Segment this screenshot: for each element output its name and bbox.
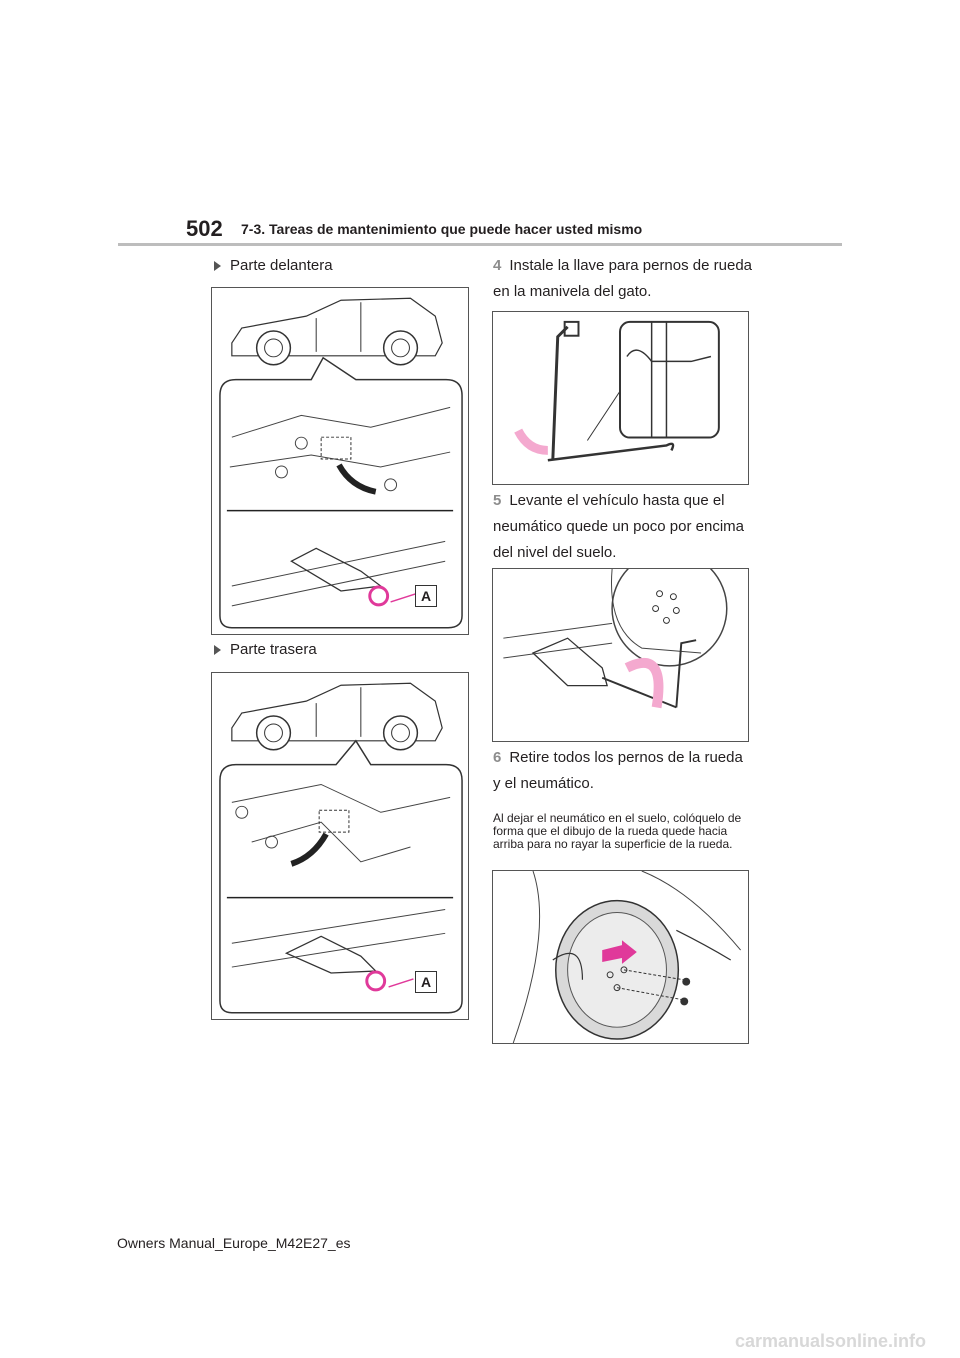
remove-tire-figure [492,870,749,1044]
step-number: 5 [493,492,502,509]
triangle-bullet-icon [214,644,221,655]
rear-bullet: Parte trasera [214,641,317,658]
wrench-handle-illustration [514,320,720,462]
rear-jack-illustration [219,682,463,1014]
step-text: Retire todos los pernos de la rueda y el… [493,749,743,792]
step-number: 6 [493,749,502,766]
manual-id: Owners Manual_Europe_M42E27_es [117,1235,351,1251]
step-text: Instale la llave para pernos de rueda en… [493,257,753,300]
triangle-bullet-icon [214,260,221,271]
raise-vehicle-illustration [503,569,728,709]
callout-a-front: A [415,585,437,607]
section-title: 7-3. Tareas de mantenimiento que puede h… [241,221,643,237]
callout-a-rear: A [415,971,437,993]
front-jack-point-figure: A [211,287,469,635]
remove-tire-illustration [512,871,741,1043]
page-number: 502 [186,216,223,241]
front-bullet: Parte delantera [214,257,333,274]
watermark: carmanualsonline.info [735,1331,927,1351]
rear-label: Parte trasera [230,641,317,658]
rear-jack-point-figure: A [211,672,469,1020]
header-rule [118,243,842,246]
front-jack-illustration [219,297,463,629]
raise-vehicle-figure [492,568,749,742]
step-text: Levante el vehículo hasta que el neumáti… [493,492,745,561]
wrench-handle-figure [492,311,749,485]
note-text: Al dejar el neumático en el suelo, colóq… [493,811,742,851]
step-number: 4 [493,257,502,274]
front-label: Parte delantera [230,257,333,274]
